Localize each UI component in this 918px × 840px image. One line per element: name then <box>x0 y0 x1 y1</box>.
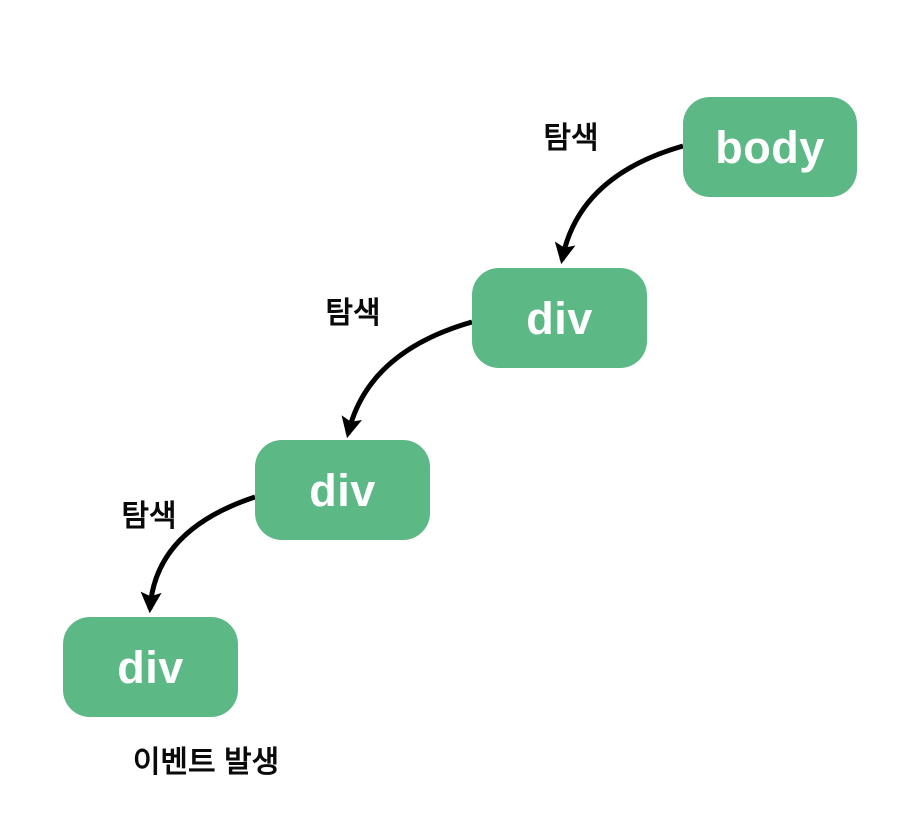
node-body: body <box>683 97 857 197</box>
arrow-body-to-div-1 <box>554 143 684 265</box>
node-div-3-label: div <box>117 641 184 693</box>
edge-label-2: 탐색 <box>325 297 381 330</box>
edge-label-1: 탐색 <box>543 122 599 155</box>
node-body-label: body <box>715 121 825 173</box>
node-div-2-label: div <box>309 464 376 516</box>
edge-label-3: 탐색 <box>121 500 177 533</box>
node-div-1-label: div <box>526 292 593 344</box>
event-origin-caption: 이벤트 발생 <box>132 746 280 779</box>
node-div-2: div <box>255 440 430 540</box>
arrow-div-1-to-div-2 <box>341 319 473 439</box>
node-div-1: div <box>472 268 647 368</box>
node-div-3: div <box>63 617 238 717</box>
